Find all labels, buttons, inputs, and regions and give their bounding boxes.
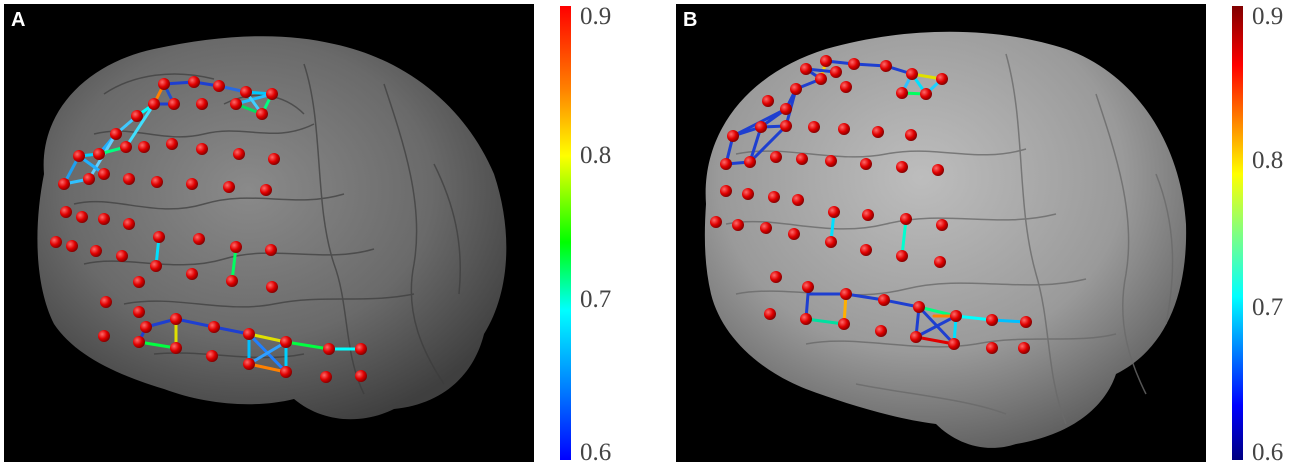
colorbar-a (560, 6, 571, 460)
colorbar-a-tick-0.6: 0.6 (580, 439, 612, 466)
brain-rendering-b (704, 31, 1187, 448)
colorbar-b-tick-0.8: 0.8 (1252, 147, 1284, 174)
brain-gyri (725, 53, 1174, 425)
colorbar-b-tick-0.7: 0.7 (1252, 294, 1284, 321)
colorbar-a-tick-0.8: 0.8 (580, 142, 612, 169)
electrodes-a (50, 76, 367, 383)
brain-rendering-a (37, 36, 507, 420)
colorbar-b (1232, 6, 1243, 460)
panel-label-a: A (11, 9, 26, 31)
panel-label-b: B (683, 9, 698, 31)
brain-shape (704, 31, 1187, 448)
colorbar-a-tick-0.9: 0.9 (580, 3, 612, 30)
colorbar-b-tick-0.6: 0.6 (1252, 439, 1284, 466)
electrodes-b (710, 55, 1032, 354)
brain-panel-a: A (4, 4, 534, 462)
brain-panel-b: B (676, 4, 1206, 462)
colorbar-a-tick-0.7: 0.7 (580, 286, 612, 313)
colorbar-b-tick-0.9: 0.9 (1252, 3, 1284, 30)
